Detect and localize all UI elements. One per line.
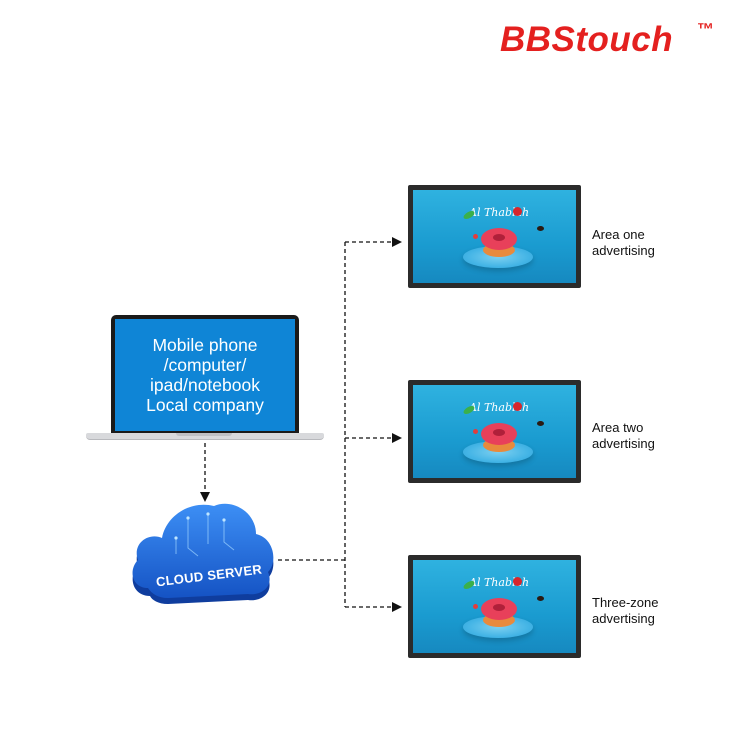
laptop-line-2: /computer/ (163, 355, 247, 375)
display-content: Al Thablah (413, 560, 576, 653)
area-label-2: Area two advertising (592, 420, 655, 452)
plate-icon (463, 616, 533, 638)
display-screen-3: Al Thablah (408, 555, 581, 658)
display-screen-1: Al Thablah (408, 185, 581, 288)
trademark-symbol: ™ (697, 20, 714, 39)
laptop-hinge-notch (176, 433, 232, 436)
brand-logo: BBStouch (500, 20, 674, 59)
area-label-3: Three-zone advertising (592, 595, 658, 627)
berry-icon (473, 429, 478, 434)
area-label-1: Area one advertising (592, 227, 655, 259)
display-content: Al Thablah (413, 190, 576, 283)
berry-icon (473, 604, 478, 609)
donut-hole (493, 234, 505, 241)
plate-icon (463, 246, 533, 268)
display-screen-2: Al Thablah (408, 380, 581, 483)
area-label-line: advertising (592, 436, 655, 451)
donut-hole (493, 429, 505, 436)
berry-icon (473, 234, 478, 239)
donut-hole (493, 604, 505, 611)
area-label-line: advertising (592, 611, 655, 626)
cloud-server-icon (132, 503, 274, 604)
laptop-line-4: Local company (146, 395, 264, 415)
laptop-line-3: ipad/notebook (150, 375, 260, 395)
area-label-line: Three-zone (592, 595, 659, 610)
cherry-icon (513, 577, 522, 586)
laptop-base (86, 433, 324, 440)
cherry-icon (513, 207, 522, 216)
coffee-bean-icon (537, 596, 544, 601)
display-content: Al Thablah (413, 385, 576, 478)
laptop-screen: Mobile phone /computer/ ipad/notebook Lo… (115, 319, 295, 431)
area-label-line: Area one (592, 227, 645, 242)
coffee-bean-icon (537, 226, 544, 231)
coffee-bean-icon (537, 421, 544, 426)
area-label-line: Area two (592, 420, 644, 435)
area-label-line: advertising (592, 243, 655, 258)
cherry-icon (513, 402, 522, 411)
laptop-line-1: Mobile phone (152, 335, 258, 355)
plate-icon (463, 441, 533, 463)
